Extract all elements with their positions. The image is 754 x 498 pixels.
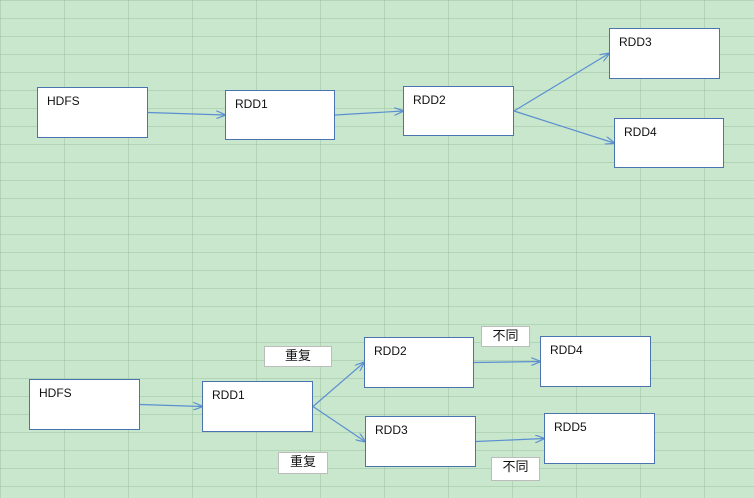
edge-b-rdd3-rdd5 bbox=[475, 439, 544, 442]
top-node-rdd2: RDD2 bbox=[403, 86, 514, 136]
bottom-node-rdd4: RDD4 bbox=[540, 336, 651, 387]
bottom-node-hdfs: HDFS bbox=[29, 379, 140, 430]
edge-t-rdd2-rdd3 bbox=[513, 54, 609, 112]
top-node-rdd1: RDD1 bbox=[225, 90, 335, 140]
edge-t-rdd2-rdd4 bbox=[513, 110, 614, 143]
top-node-rdd4: RDD4 bbox=[614, 118, 724, 168]
edge-t-rdd1-rdd2 bbox=[334, 111, 403, 116]
note-different-lower: 不同 bbox=[491, 457, 540, 481]
edge-b-hdfs-rdd1 bbox=[139, 405, 202, 407]
edge-b-rdd2-rdd4 bbox=[473, 362, 540, 363]
bottom-node-rdd5: RDD5 bbox=[544, 413, 655, 464]
edge-b-rdd1-rdd2 bbox=[312, 363, 364, 407]
bottom-node-rdd2: RDD2 bbox=[364, 337, 474, 388]
top-node-rdd3: RDD3 bbox=[609, 28, 720, 79]
bottom-node-rdd1: RDD1 bbox=[202, 381, 313, 432]
bottom-node-rdd3: RDD3 bbox=[365, 416, 476, 467]
edge-b-rdd1-rdd3 bbox=[312, 406, 365, 442]
note-different-upper: 不同 bbox=[481, 326, 530, 347]
edge-t-hdfs-rdd1 bbox=[147, 113, 225, 116]
top-node-hdfs: HDFS bbox=[37, 87, 148, 138]
note-repeat-upper: 重复 bbox=[264, 346, 332, 367]
note-repeat-lower: 重复 bbox=[278, 452, 328, 474]
